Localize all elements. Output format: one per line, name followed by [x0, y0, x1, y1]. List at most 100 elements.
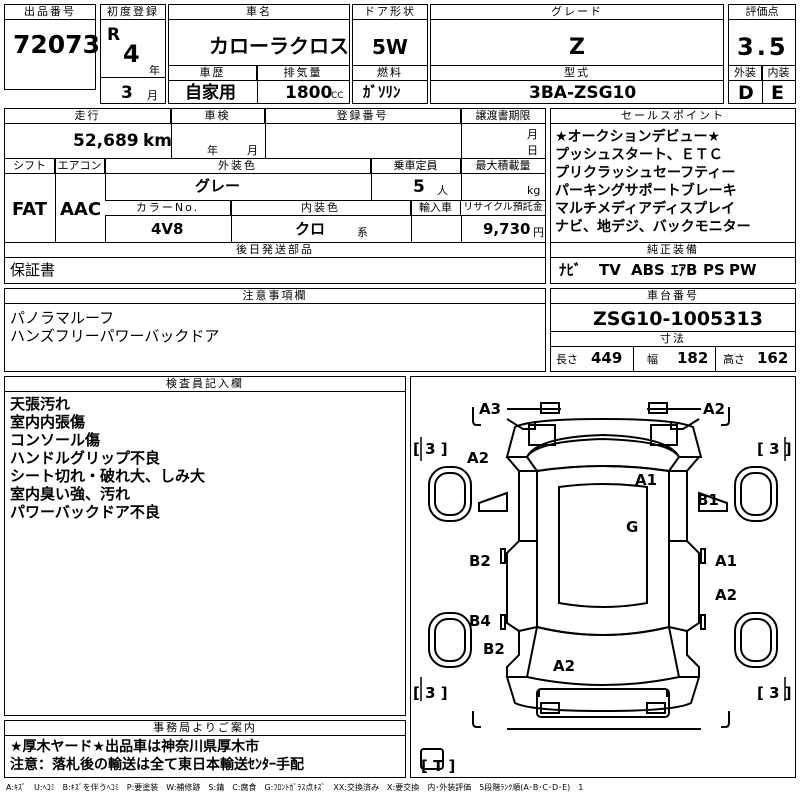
divider [5, 242, 545, 244]
spec-table: 走行 車検 登録番号 譲渡書期限 52,689 km 年 月 月 日 シフト エ… [4, 108, 546, 284]
divider [551, 242, 795, 244]
tire-tread-front-left: [ 3 ] [413, 440, 448, 458]
score-cell: 評価点 3.5 外装 内装 D E [728, 4, 796, 104]
damage-label-right-fender: B1 [697, 491, 719, 509]
damage-label-left-rear-door: B4 [469, 612, 491, 630]
office-notice-line: 注意：落札後の輸送は全て東日本輸送ｾﾝﾀｰ手配 [10, 757, 304, 773]
inspection-month-unit: 月 [247, 144, 258, 157]
interior-color-label: 内装色 [231, 201, 411, 216]
interior-score: E [771, 82, 784, 104]
door-label: ドア形状 [353, 5, 427, 20]
damage-label-roof: A1 [635, 471, 658, 489]
car-outline [420, 402, 786, 770]
damage-label-right-rear-door: A2 [715, 586, 738, 604]
era: R [107, 25, 121, 45]
model-label: 型式 [431, 66, 723, 81]
displacement-label: 排気量 [257, 66, 349, 81]
height-label: 高さ [723, 353, 745, 366]
divider [371, 159, 373, 201]
chassis-cell: 車台番号 ZSG10-1005313 寸法 長さ 449 幅 182 高さ 16… [550, 288, 796, 372]
history-label: 車歴 [169, 66, 257, 81]
lot-number-label: 出品番号 [5, 5, 95, 20]
exterior-color-label: 外装色 [105, 159, 371, 174]
equipment-item: PS [703, 261, 725, 279]
exterior-score: D [738, 82, 754, 104]
damage-label-windshield: G [626, 518, 639, 536]
first-registration-cell: 初度登録 R 4 年 3 月 [100, 4, 166, 104]
damage-diagram: A3 A2 A2 A1 B1 G B2 A1 A2 B4 B2 A2 [ 3 ]… [410, 376, 796, 778]
office-notice-cell: 事務局よりご案内 ★厚木ヤード★出品車は神奈川県厚木市 注意：落札後の輸送は全て… [4, 720, 406, 778]
shift: FAT [12, 199, 48, 220]
divider [431, 65, 723, 67]
model: 3BA-ZSG10 [529, 83, 637, 103]
history: 自家用 [185, 83, 236, 103]
capacity: 5 [413, 177, 425, 197]
equipment-item: ｴｱB [671, 261, 698, 279]
damage-label-left-fender: A2 [467, 449, 490, 467]
registration-year: 4 [123, 40, 140, 68]
divider [101, 77, 165, 79]
length: 449 [591, 349, 623, 367]
tire-tread-rear-right: [ 3 ] [757, 684, 792, 702]
year-unit: 年 [149, 64, 160, 77]
width: 182 [677, 349, 709, 367]
dimensions-label: 寸法 [551, 332, 795, 347]
inspector-notes-cell: 検査員記入欄 天張汚れ 室内内張傷 コンソール傷 ハンドルグリップ不良 シート切… [4, 376, 406, 716]
divider [55, 159, 57, 243]
genuine-equipment-label: 純正装備 [551, 243, 795, 258]
equipment-item: ﾅﾋﾞ [559, 261, 582, 279]
divider [729, 65, 795, 67]
sales-point: プリクラッシュセーフティー [555, 165, 736, 181]
interior-color-unit: 系 [357, 226, 368, 239]
interior-label: 内装 [762, 66, 795, 81]
sales-point: パーキングサポートブレーキ [555, 183, 737, 199]
divider [353, 65, 427, 67]
air-conditioner: AAC [60, 199, 102, 220]
inspector-notes: 天張汚れ 室内内張傷 コンソール傷 ハンドルグリップ不良 シート切れ・破れ大、し… [10, 395, 206, 521]
recycle-deposit-label: リサイクル預託金 [461, 201, 545, 216]
damage-label-front-bumper-right: A2 [703, 400, 726, 418]
fuel-label: 燃料 [353, 66, 427, 81]
score: 3.5 [737, 33, 789, 61]
mileage-label: 走行 [5, 109, 171, 124]
caution-text: パノラマルーフ ハンズフリーパワーバックドア [10, 309, 220, 345]
displacement-unit: CC [331, 91, 344, 101]
equipment-item: TV [599, 261, 621, 279]
equipment-item: ABS [631, 261, 665, 279]
max-load-unit: kg [527, 184, 541, 197]
exterior-color: グレー [195, 177, 241, 195]
divider [169, 65, 349, 67]
transfer-deadline-label: 譲渡書期限 [461, 109, 545, 124]
capacity-unit: 人 [437, 184, 448, 197]
office-notice-label: 事務局よりご案内 [5, 721, 405, 736]
air-conditioner-label: エアコン [55, 159, 105, 174]
transfer-day-unit: 日 [527, 144, 538, 157]
damage-label-left-quarter: B2 [483, 640, 505, 658]
score-label: 評価点 [729, 5, 795, 20]
exterior-label: 外装 [729, 66, 762, 81]
later-parts-label: 後日発送部品 [5, 243, 545, 258]
divider [5, 158, 545, 160]
door-cell: ドア形状 5W 燃料 ｶﾞｿﾘﾝ [352, 4, 428, 104]
transfer-month-unit: 月 [527, 128, 538, 141]
divider [551, 331, 795, 333]
divider [257, 66, 259, 104]
tire-tread-rear-left: [ 3 ] [413, 684, 448, 702]
damage-label-rear: A2 [553, 657, 576, 675]
grade-cell: グレード Z 型式 3BA-ZSG10 [430, 4, 724, 104]
sales-point: ★オークションデビュー★ [555, 129, 721, 145]
height: 162 [757, 349, 789, 367]
color-number-label: カラーNo. [105, 201, 231, 216]
month-unit: 月 [147, 89, 158, 102]
spare-tire-label: [ T ] [421, 757, 456, 775]
divider [171, 109, 173, 158]
import-label: 輸入車 [411, 201, 461, 216]
damage-label-left-front-door: B2 [469, 552, 491, 570]
max-load-label: 最大積載量 [461, 159, 545, 174]
lot-number: 72073 [13, 30, 100, 59]
registration-month: 3 [121, 83, 133, 103]
grade-label: グレード [431, 5, 723, 20]
grade: Z [569, 35, 585, 60]
interior-color: クロ [295, 220, 326, 238]
divider [633, 347, 635, 371]
